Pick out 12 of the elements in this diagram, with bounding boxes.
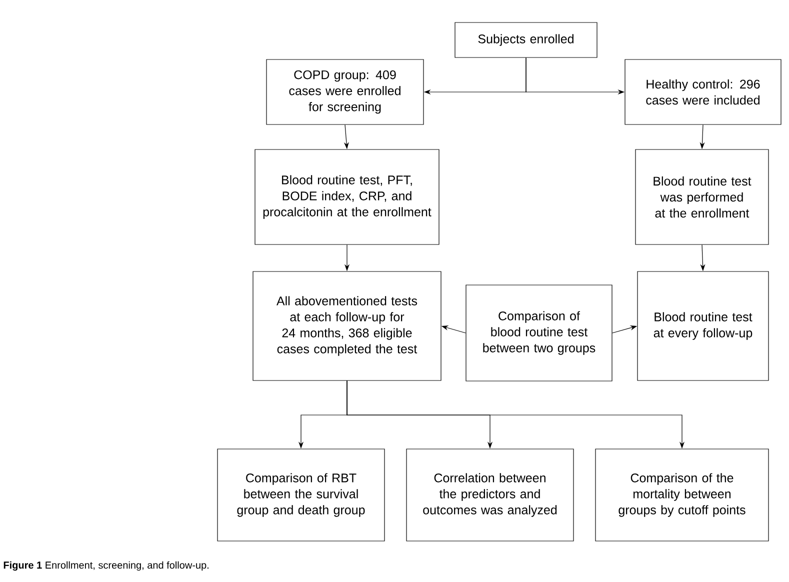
process-box: Subjects enrolled (454, 22, 598, 58)
figure-caption: Figure 1 Enrollment, screening, and follow-up. (4, 561, 208, 571)
process-box: Blood routine test, PFT, BODE index, CRP, and procalcitonin at the enrollment (254, 149, 440, 245)
process-box: All abovementioned tests at each follow-up for 24 months, 368 eligible cases completed the test (252, 271, 442, 381)
process-box: Correlation between the predictors and outcomes was analyzed (406, 448, 574, 542)
process-box: Comparison of RBT between the survival group and death group (217, 448, 385, 542)
process-box: Comparison of blood routine test between two groups (466, 284, 612, 382)
process-box: COPD group: 409 cases were enrolled for screening (266, 59, 424, 125)
process-box: Healthy control: 296 cases were included (624, 59, 782, 125)
process-box: Comparison of the mortality between groups by cutoff points (595, 448, 769, 542)
process-box: Blood routine test was performed at the enrollment (635, 149, 769, 245)
process-box: Blood routine test at every follow-up (637, 271, 769, 381)
